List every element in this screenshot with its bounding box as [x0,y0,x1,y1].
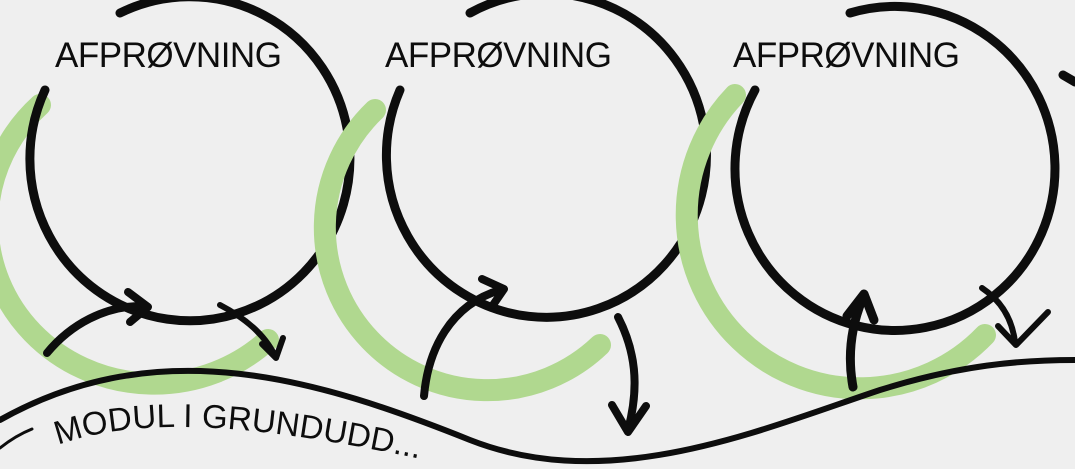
cycle-1: AFPRØVNING [0,0,350,384]
curved-arrow-icon [847,294,874,387]
cycle-3-highlight [687,95,985,388]
band-label: MODUL I GRUNDUDD... [49,397,425,465]
cycle-1-highlight [0,105,268,384]
cycle-1-label: AFPRØVNING [55,36,281,75]
band-lower-line [0,429,32,448]
cycle-3-label: AFPRØVNING [733,36,959,75]
cycle-2-highlight [325,110,600,390]
cycle-2: AFPRØVNING [325,0,707,432]
curved-arrow-icon [612,317,646,432]
cycle-3-ring-end [1063,75,1075,82]
cycle-3: AFPRØVNING [687,6,1075,388]
cycle-2-label: AFPRØVNING [385,36,611,75]
